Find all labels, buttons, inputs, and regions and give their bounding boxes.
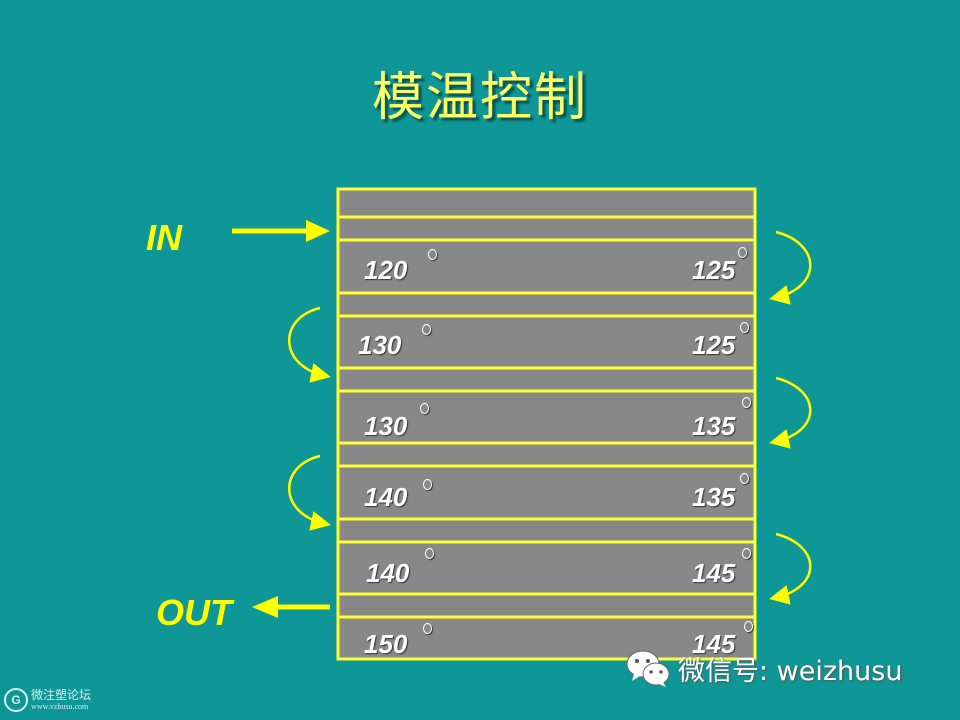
temp-right-6: 145 [692, 629, 736, 659]
temp-left-4: 140 [364, 482, 408, 512]
temp-right-2: 125 [692, 330, 736, 360]
forum-logo-icon: G [4, 688, 28, 712]
temp-right-1: 125 [692, 255, 736, 285]
degree-symbol [422, 324, 431, 335]
left-return-arrows [288, 306, 331, 531]
forum-logo-url: www.vzhusu.com [31, 702, 89, 711]
out-label: OUT [156, 592, 232, 633]
wechat-id-text: 微信号: weizhusu [678, 655, 903, 687]
page-title: 模温控制 [371, 68, 588, 128]
degree-symbol [740, 473, 749, 484]
temp-left-5: 140 [366, 558, 410, 588]
degree-symbol [425, 548, 434, 559]
return-arrow-right [769, 376, 812, 449]
in-arrow [232, 220, 330, 242]
return-arrow-right [769, 230, 812, 305]
temp-left-3: 130 [364, 411, 408, 441]
cooling-channels [338, 215, 755, 619]
mold-plate [336, 187, 757, 661]
degree-symbol [742, 548, 751, 559]
temp-right-5: 145 [692, 558, 736, 588]
return-arrow-left [288, 306, 331, 383]
degree-symbol [742, 397, 751, 408]
out-arrow [252, 596, 330, 618]
degree-symbol [423, 479, 432, 490]
degree-symbol [744, 621, 753, 632]
degree-symbol [423, 623, 432, 634]
wechat-watermark: 微信号: weizhusu [624, 648, 902, 688]
temp-right-4: 135 [692, 482, 736, 512]
right-return-arrows [769, 230, 812, 605]
forum-logo-name: 微注塑论坛 [31, 688, 92, 702]
degree-symbol [740, 322, 749, 333]
degree-symbol [738, 247, 747, 258]
degree-symbol [428, 249, 437, 260]
temp-left-1: 120 [364, 255, 408, 285]
forum-logo: G 微注塑论坛 www.vzhusu.com [4, 688, 91, 712]
return-arrow-right [769, 532, 812, 605]
temp-left-2: 130 [358, 330, 402, 360]
degree-symbol [420, 403, 429, 414]
in-label: IN [146, 217, 182, 258]
temp-left-6: 150 [364, 629, 408, 659]
return-arrow-left [288, 454, 331, 531]
wechat-icon [626, 650, 670, 687]
temp-right-3: 135 [692, 411, 736, 441]
